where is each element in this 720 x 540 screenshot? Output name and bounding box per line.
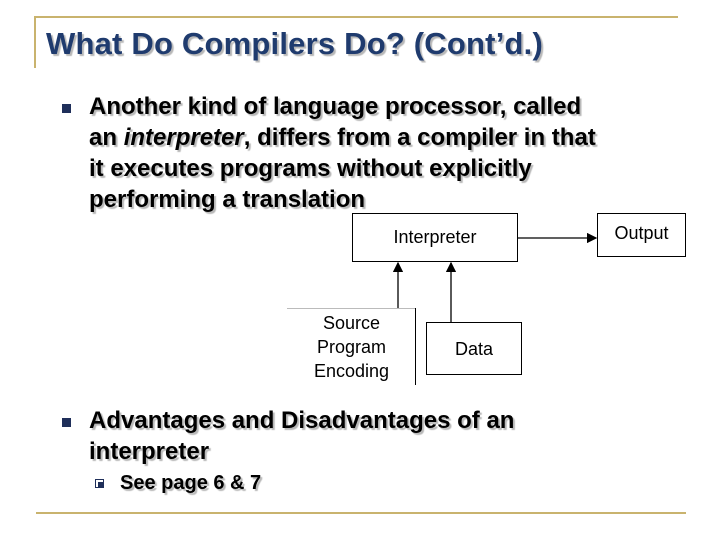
source-box-right-border (415, 308, 416, 385)
source-program-text: Source Program Encoding (314, 311, 389, 383)
output-label: Output (614, 223, 669, 243)
interpreter-label: Interpreter (393, 226, 477, 247)
source-box-top-border (287, 308, 415, 309)
bullet-square-icon (62, 104, 71, 113)
bottom-rule (36, 512, 686, 514)
bullet2-line2: interpreter (89, 438, 210, 465)
bullet1-line1: Another kind of language processor, call… (89, 93, 582, 120)
bullet1-line3: it executes programs without explicitly (89, 155, 532, 182)
top-rule (34, 16, 678, 18)
slide-title: What Do Compilers Do? (Cont’d.) (46, 26, 543, 61)
bullet-square-icon (62, 418, 71, 427)
bullet1-line4: performing a translation (89, 186, 366, 213)
bullet1-line2-italic: interpreter (123, 124, 244, 151)
data-label: Data (454, 338, 494, 359)
bullet2-line1: Advantages and Disadvantages of an (89, 407, 515, 434)
interpreter-box: Interpreter (352, 213, 518, 262)
bullet1-line2: an interpreter, differs from a compiler … (89, 122, 596, 153)
source-line3: Encoding (313, 360, 390, 381)
source-line2: Program (316, 336, 387, 357)
left-rule (34, 16, 36, 68)
bullet1-text: Another kind of language processor, call… (89, 91, 596, 215)
bullet1-line2-a: an (89, 124, 124, 151)
source-program-box: Source Program Encoding (287, 308, 416, 385)
source-line1: Source (322, 312, 381, 333)
sub-bullet-square-icon (95, 479, 104, 488)
bullet1-line2-b: , differs from a compiler in that (243, 124, 596, 151)
sub-bullet-text: See page 6 & 7 (120, 472, 262, 494)
output-box: Output (597, 213, 686, 257)
bullet2-text: Advantages and Disadvantages of an inter… (89, 405, 514, 467)
data-box: Data (426, 322, 522, 375)
